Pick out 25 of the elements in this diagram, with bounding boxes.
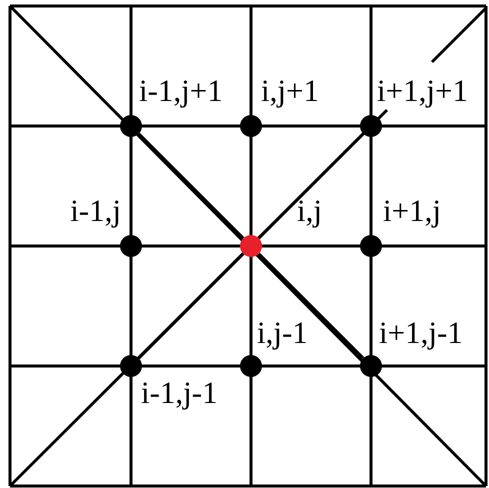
point-label: i+1,j-1 [379, 316, 464, 350]
grid-line [370, 257, 372, 355]
grid-line [262, 124, 360, 128]
grid-line [138, 132, 244, 240]
grid-line [138, 252, 244, 360]
grid-line [142, 364, 240, 368]
point-label: i,j [297, 194, 323, 228]
grid-line [262, 364, 360, 368]
grid-line [250, 137, 252, 235]
grid-line [258, 252, 364, 360]
point-label: i-1,j [69, 194, 121, 228]
point-label: i,j-1 [257, 316, 309, 350]
grid-line [130, 137, 132, 235]
grid-line [130, 257, 132, 355]
grid-line [142, 124, 240, 128]
grid-line [142, 244, 240, 248]
grid-line [258, 132, 364, 240]
point-label: i+1,j [383, 194, 442, 228]
point-label: i+1,j+1 [377, 74, 469, 108]
point-label: i,j+1 [261, 74, 320, 108]
grid-line [250, 257, 252, 355]
grid-line [370, 137, 372, 235]
grid-line [262, 244, 360, 248]
point-label: i-1,j+1 [139, 74, 224, 108]
point-label: i-1,j-1 [141, 376, 219, 410]
